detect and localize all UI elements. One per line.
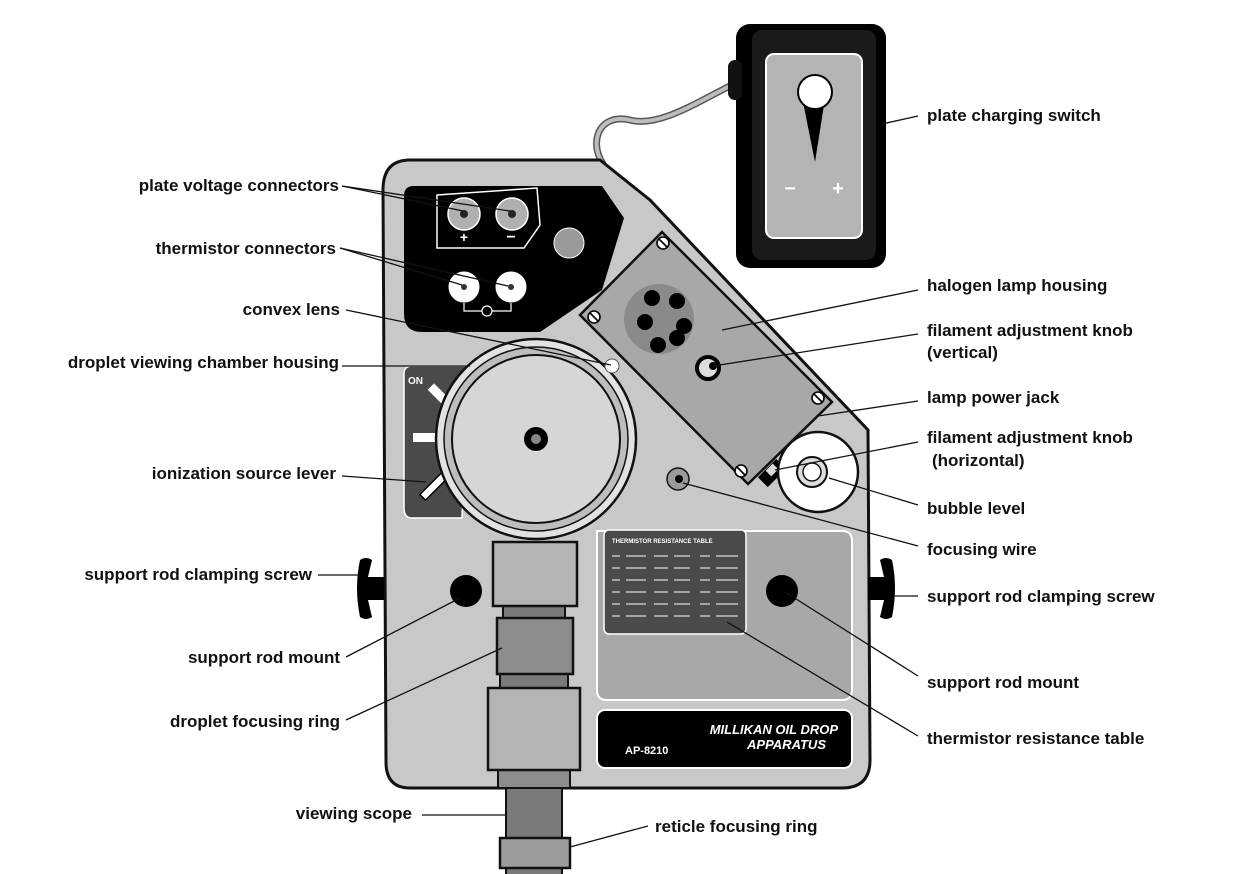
- right-labels: plate charging switch halogen lamp housi…: [927, 106, 1155, 748]
- label-bubble-level: bubble level: [927, 499, 1025, 518]
- support-rod-clamping-screw-right[interactable]: [868, 558, 895, 619]
- leader-lines: [318, 115, 919, 848]
- label-halogen-lamp-housing: halogen lamp housing: [927, 276, 1107, 295]
- label-support-rod-clamping-screw-right: support rod clamping screw: [927, 587, 1155, 606]
- lamp-vent-holes: [637, 290, 692, 353]
- support-rod-clamping-screw-left[interactable]: [357, 558, 384, 619]
- nameplate-line-2: APPARATUS: [746, 737, 826, 752]
- label-filament-knob-vertical-2: (vertical): [927, 343, 998, 362]
- switch-plus-label: +: [832, 178, 844, 200]
- label-support-rod-mount-left: support rod mount: [188, 648, 340, 667]
- minus-symbol: −: [506, 229, 515, 246]
- plate-charging-switch[interactable]: − +: [728, 24, 886, 268]
- support-rod-mount-right[interactable]: [766, 575, 798, 607]
- convex-lens: [604, 358, 620, 374]
- thermistor-connector-left[interactable]: [447, 270, 481, 304]
- table-title: THERMISTOR RESISTANCE TABLE: [612, 539, 713, 545]
- left-labels: plate voltage connectors thermistor conn…: [68, 176, 818, 836]
- label-ionization-source-lever: ionization source lever: [152, 464, 337, 483]
- label-droplet-focusing-ring: droplet focusing ring: [170, 712, 340, 731]
- on-label: ON: [408, 376, 423, 387]
- label-filament-knob-horizontal-2: (horizontal): [932, 451, 1025, 470]
- switch-minus-label: −: [784, 178, 796, 200]
- label-convex-lens: convex lens: [243, 300, 340, 319]
- thermistor-resistance-table: THERMISTOR RESISTANCE TABLE: [603, 529, 747, 635]
- filament-knob-vertical[interactable]: [695, 355, 721, 381]
- toggle-lever-icon: [801, 92, 826, 162]
- label-filament-knob-vertical-1: filament adjustment knob: [927, 321, 1133, 340]
- focusing-wire[interactable]: [666, 467, 690, 491]
- thermistor-connector-right[interactable]: [494, 270, 528, 304]
- reticle-focusing-ring[interactable]: [498, 836, 572, 870]
- label-filament-knob-horizontal-1: filament adjustment knob: [927, 428, 1133, 447]
- connector-panel: + −: [404, 186, 624, 332]
- bubble-level: [776, 430, 860, 514]
- nameplate: MILLIKAN OIL DROP APPARATUS AP-8210: [596, 709, 853, 769]
- table-panel: THERMISTOR RESISTANCE TABLE: [596, 529, 853, 701]
- plate-voltage-connector-minus[interactable]: [495, 197, 529, 231]
- label-plate-charging-switch: plate charging switch: [927, 106, 1101, 125]
- label-lamp-power-jack: lamp power jack: [927, 388, 1060, 407]
- label-focusing-wire: focusing wire: [927, 540, 1037, 559]
- label-viewing-scope: viewing scope: [296, 804, 412, 823]
- cable-grommet: [553, 227, 585, 259]
- label-support-rod-clamping-screw-left: support rod clamping screw: [84, 565, 312, 584]
- droplet-viewing-chamber-housing: [434, 337, 638, 541]
- label-plate-voltage-connectors: plate voltage connectors: [139, 176, 339, 195]
- chamber-collar: [491, 540, 579, 608]
- label-droplet-viewing-chamber-housing: droplet viewing chamber housing: [68, 353, 339, 372]
- nameplate-line-1: MILLIKAN OIL DROP: [710, 722, 839, 737]
- droplet-focusing-ring[interactable]: [495, 616, 575, 676]
- ohm-symbol-icon: [481, 305, 493, 317]
- label-reticle-focusing-ring: reticle focusing ring: [655, 817, 817, 836]
- support-rod-mount-left[interactable]: [450, 575, 482, 607]
- viewing-aperture: [524, 427, 548, 451]
- plus-symbol: +: [460, 229, 468, 245]
- label-support-rod-mount-right: support rod mount: [927, 673, 1079, 692]
- halogen-lamp-housing: [578, 230, 834, 488]
- label-thermistor-resistance-table: thermistor resistance table: [927, 729, 1144, 748]
- label-thermistor-connectors: thermistor connectors: [156, 239, 336, 258]
- scope-sleeve: [486, 686, 582, 772]
- model-number: AP-8210: [625, 745, 668, 757]
